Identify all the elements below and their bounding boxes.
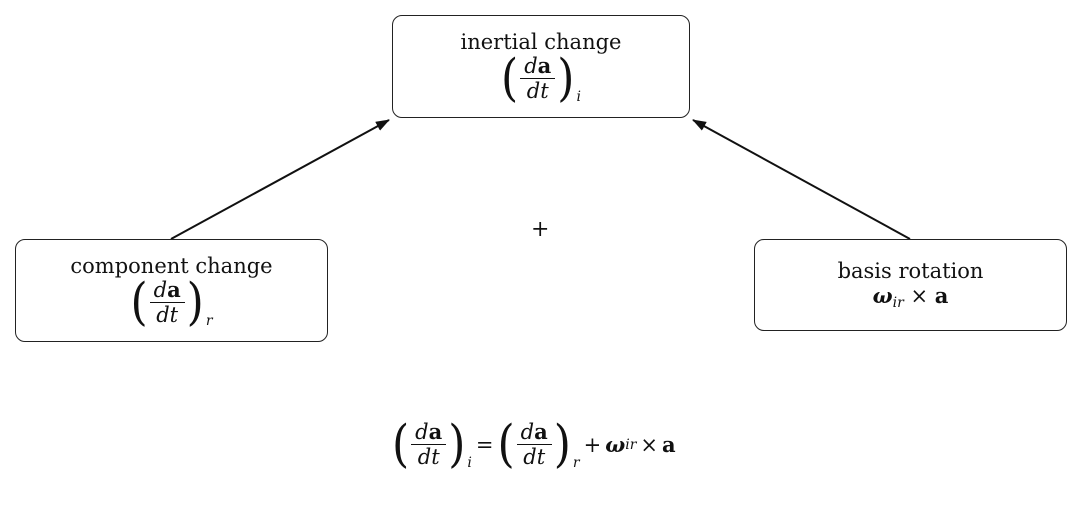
- fraction: da dt: [520, 54, 556, 103]
- left-paren: (: [130, 272, 148, 332]
- node-component-title: component change: [70, 254, 273, 278]
- node-inertial-title: inertial change: [460, 30, 622, 54]
- equals-sign: =: [475, 432, 494, 457]
- cross-product-sign: ×: [640, 432, 658, 457]
- lhs-derivative: ( da dt ) i: [392, 414, 472, 474]
- edge-basis-to-inertial: [692, 119, 911, 240]
- plus-symbol: +: [531, 217, 550, 242]
- fraction: da dt: [149, 278, 185, 327]
- right-paren: ): [557, 48, 575, 108]
- frame-subscript: i: [576, 89, 581, 105]
- right-paren: ): [186, 272, 204, 332]
- frame-subscript: r: [205, 313, 213, 329]
- edge-component-to-inertial: [170, 119, 390, 240]
- plus-sign: +: [583, 432, 602, 457]
- node-component-change: component change ( da dt ) r: [15, 239, 328, 342]
- inertial-derivative: ( da dt ) i: [501, 48, 581, 108]
- component-derivative: ( da dt ) r: [130, 272, 213, 332]
- omega-symbol: ω: [605, 432, 626, 457]
- basis-expression: ωir × a: [872, 283, 949, 311]
- node-basis-title: basis rotation: [837, 259, 984, 283]
- rhs-derivative: ( da dt ) r: [497, 414, 580, 474]
- node-inertial-change: inertial change ( da dt ) i: [392, 15, 690, 118]
- vector-a: a: [662, 432, 676, 457]
- node-basis-rotation: basis rotation ωir × a: [754, 239, 1067, 331]
- left-paren: (: [501, 48, 519, 108]
